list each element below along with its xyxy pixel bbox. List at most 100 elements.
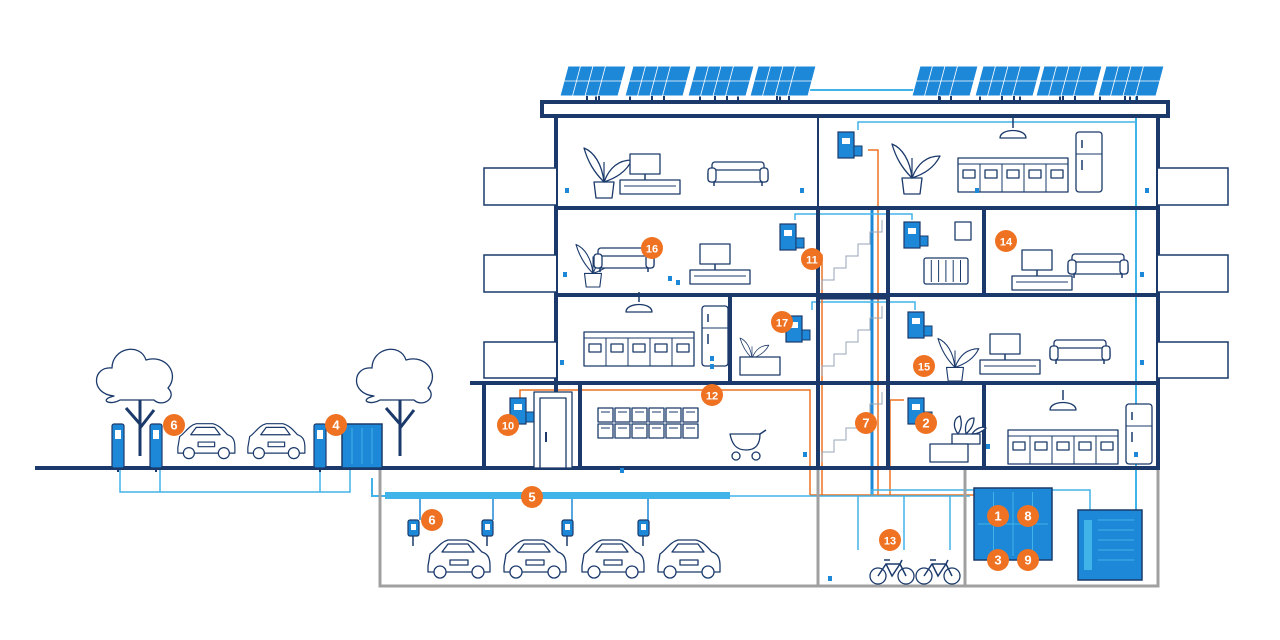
marker-label: 3 [994,553,1001,568]
room-walls [578,208,986,468]
marker-label: 13 [884,536,896,548]
marker-label: 2 [922,416,929,431]
marker-circle [879,529,901,551]
tv-icon [1011,249,1073,291]
car-icon [657,539,721,579]
tv-icon [689,243,751,285]
lamp-icon [1049,390,1077,411]
socket-icon [803,452,807,457]
socket-icon [1140,272,1144,277]
marker-circle [497,414,519,436]
marker-5: 5 [521,486,543,508]
distribution-cabinet-icon [341,423,383,469]
marker-circle [1017,505,1039,527]
socket-icon [1140,360,1144,365]
solar-panel-icon [974,65,1042,102]
lamp-icon [999,118,1027,139]
meter-box-icon [779,223,805,251]
marker-4: 4 [325,414,347,436]
car-icon [581,539,645,579]
marker-7: 7 [855,412,877,434]
marker-label: 10 [502,421,514,433]
tv-icon [979,333,1041,375]
socket-icon [975,188,979,193]
roof-slab [540,100,1170,118]
car-icon [247,423,306,460]
wallbox-charger-icon [407,519,420,546]
marker-12: 12 [701,384,723,406]
fridge-icon [701,305,729,367]
marker-15: 15 [913,355,935,377]
marker-circle [521,486,543,508]
kitchen-counter-icon [583,331,695,367]
floor-slabs [470,206,1158,385]
marker-10: 10 [497,414,519,436]
tv-icon [619,153,681,195]
marker-circle [915,412,937,434]
socket-icon [560,360,564,365]
solar-panel-icon [749,65,817,102]
socket-icon [828,576,832,581]
heater-icon [923,257,969,285]
top-riser-cable [857,121,1136,130]
lobby-cable [519,389,811,495]
marker-label: 6 [170,418,177,433]
tree-icon [356,348,434,456]
pram-icon [729,429,767,461]
wallbox-charger-icon [637,519,650,546]
marker-11: 11 [801,248,823,270]
marker-1: 1 [987,505,1009,527]
staircase [821,220,883,462]
side-table-icon [929,443,969,463]
fridge-icon [1125,403,1153,465]
plant-icon [951,415,987,445]
wall-socket-panel-icon [954,221,972,241]
charger-drops [419,499,649,520]
marker-label: 8 [1024,509,1031,524]
marker-6b: 6 [421,509,443,531]
socket-icon [676,280,680,285]
orange-riser-cable [868,149,879,495]
fridge-icon [1075,131,1103,193]
marker-6a: 6 [163,414,185,436]
bicycle-icon [915,559,961,585]
marker-2: 2 [915,412,937,434]
bike-room-cables [857,496,951,550]
marker-circle [163,414,185,436]
marker-circle [701,384,723,406]
solar-panel-icon [687,65,755,102]
marker-circle [641,237,663,259]
meter-box-icon [907,311,933,339]
icon-layer [96,65,1165,585]
solar-feed-cable [810,89,1137,570]
basement [378,470,1160,588]
marker-circle [913,355,935,377]
marker-label: 11 [806,255,818,267]
marker-circle [995,230,1017,252]
marker-label: 9 [1024,553,1031,568]
marker-8: 8 [1017,505,1039,527]
wallbox-charger-icon [481,519,494,546]
socket-icon [620,468,624,473]
plant-icon [891,143,941,195]
switchgear-icon [973,487,1053,561]
floor2-branch [811,301,916,310]
plant-icon [937,337,980,382]
marker-circle [987,505,1009,527]
plant-icon [583,147,633,199]
wallbox-charger-icon [561,519,574,546]
socket-icon [800,188,804,193]
solar-panel-icon [559,65,627,102]
marker-circle [421,509,443,531]
car-icon [427,539,491,579]
marker-14: 14 [995,230,1017,252]
marker-label: 5 [528,490,535,505]
marker-label: 4 [332,418,340,433]
sofa-icon [1067,253,1129,278]
sofa-icon [1049,339,1111,364]
street-cable [119,470,351,493]
sofa-icon [707,161,769,186]
marker-label: 7 [862,416,869,431]
marker-circle [771,311,793,333]
